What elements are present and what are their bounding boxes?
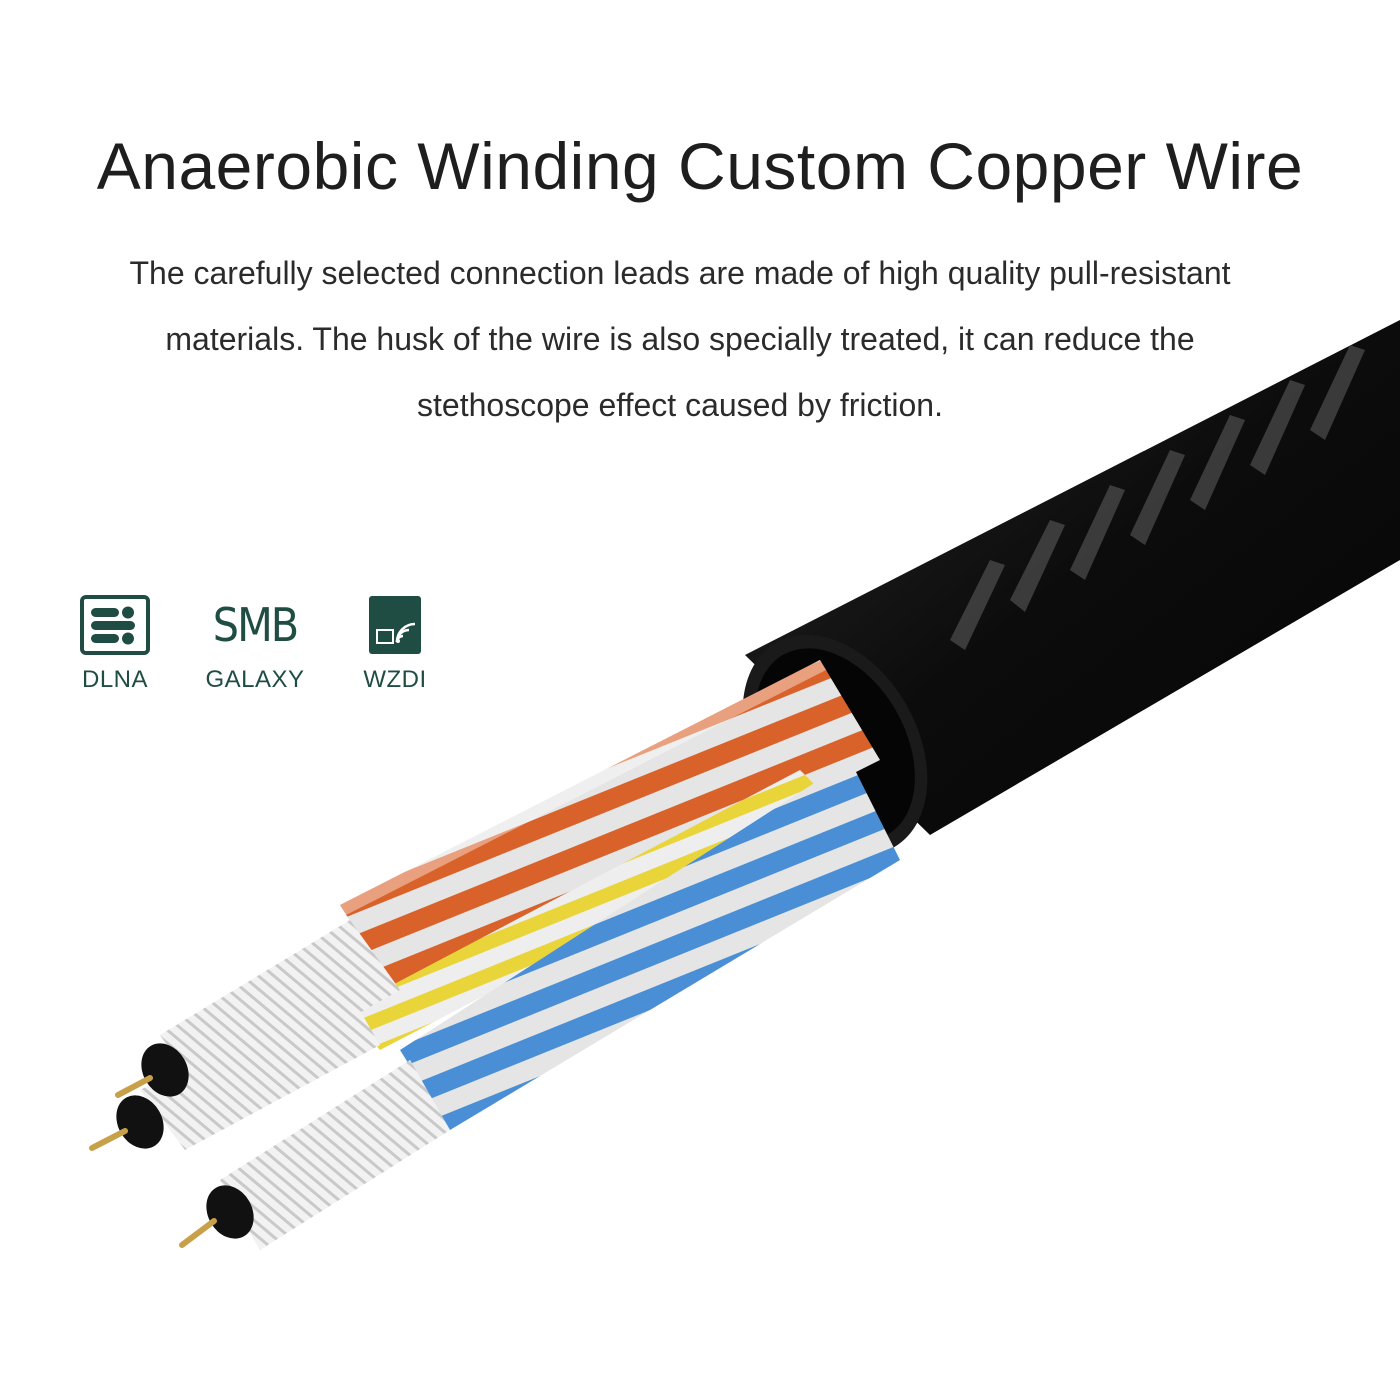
feature-badges: DLNA SMB GALAXY WZDI — [70, 594, 450, 714]
yellow-strand-bundle — [345, 770, 840, 1050]
feature-wzdi: WZDI — [340, 594, 450, 694]
insulation-tips — [116, 1043, 254, 1239]
gold-pins — [89, 1075, 217, 1248]
feature-dlna: DLNA — [60, 594, 170, 694]
description-line-2: materials. The husk of the wire is also … — [165, 321, 1195, 357]
blue-strand-bundle — [400, 760, 900, 1130]
description-line-3: stethoscope effect caused by friction. — [417, 387, 943, 423]
description-line-1: The carefully selected connection leads … — [129, 255, 1231, 291]
description: The carefully selected connection leads … — [20, 240, 1340, 438]
feature-wzdi-label: WZDI — [363, 666, 427, 693]
feature-galaxy-label: GALAXY — [205, 666, 305, 693]
headline: Anaerobic Winding Custom Copper Wire — [96, 129, 1304, 203]
feature-dlna-label: DLNA — [81, 666, 149, 693]
silver-conductors — [140, 920, 450, 1250]
feature-galaxy: SMB GALAXY — [200, 594, 310, 694]
cable-illustration — [89, 320, 1400, 1250]
wzdi-screen-cast-icon — [369, 596, 421, 654]
smb-icon: SMB — [212, 598, 299, 652]
orange-strand-bundle — [340, 660, 880, 1000]
dlna-icon — [80, 595, 150, 655]
